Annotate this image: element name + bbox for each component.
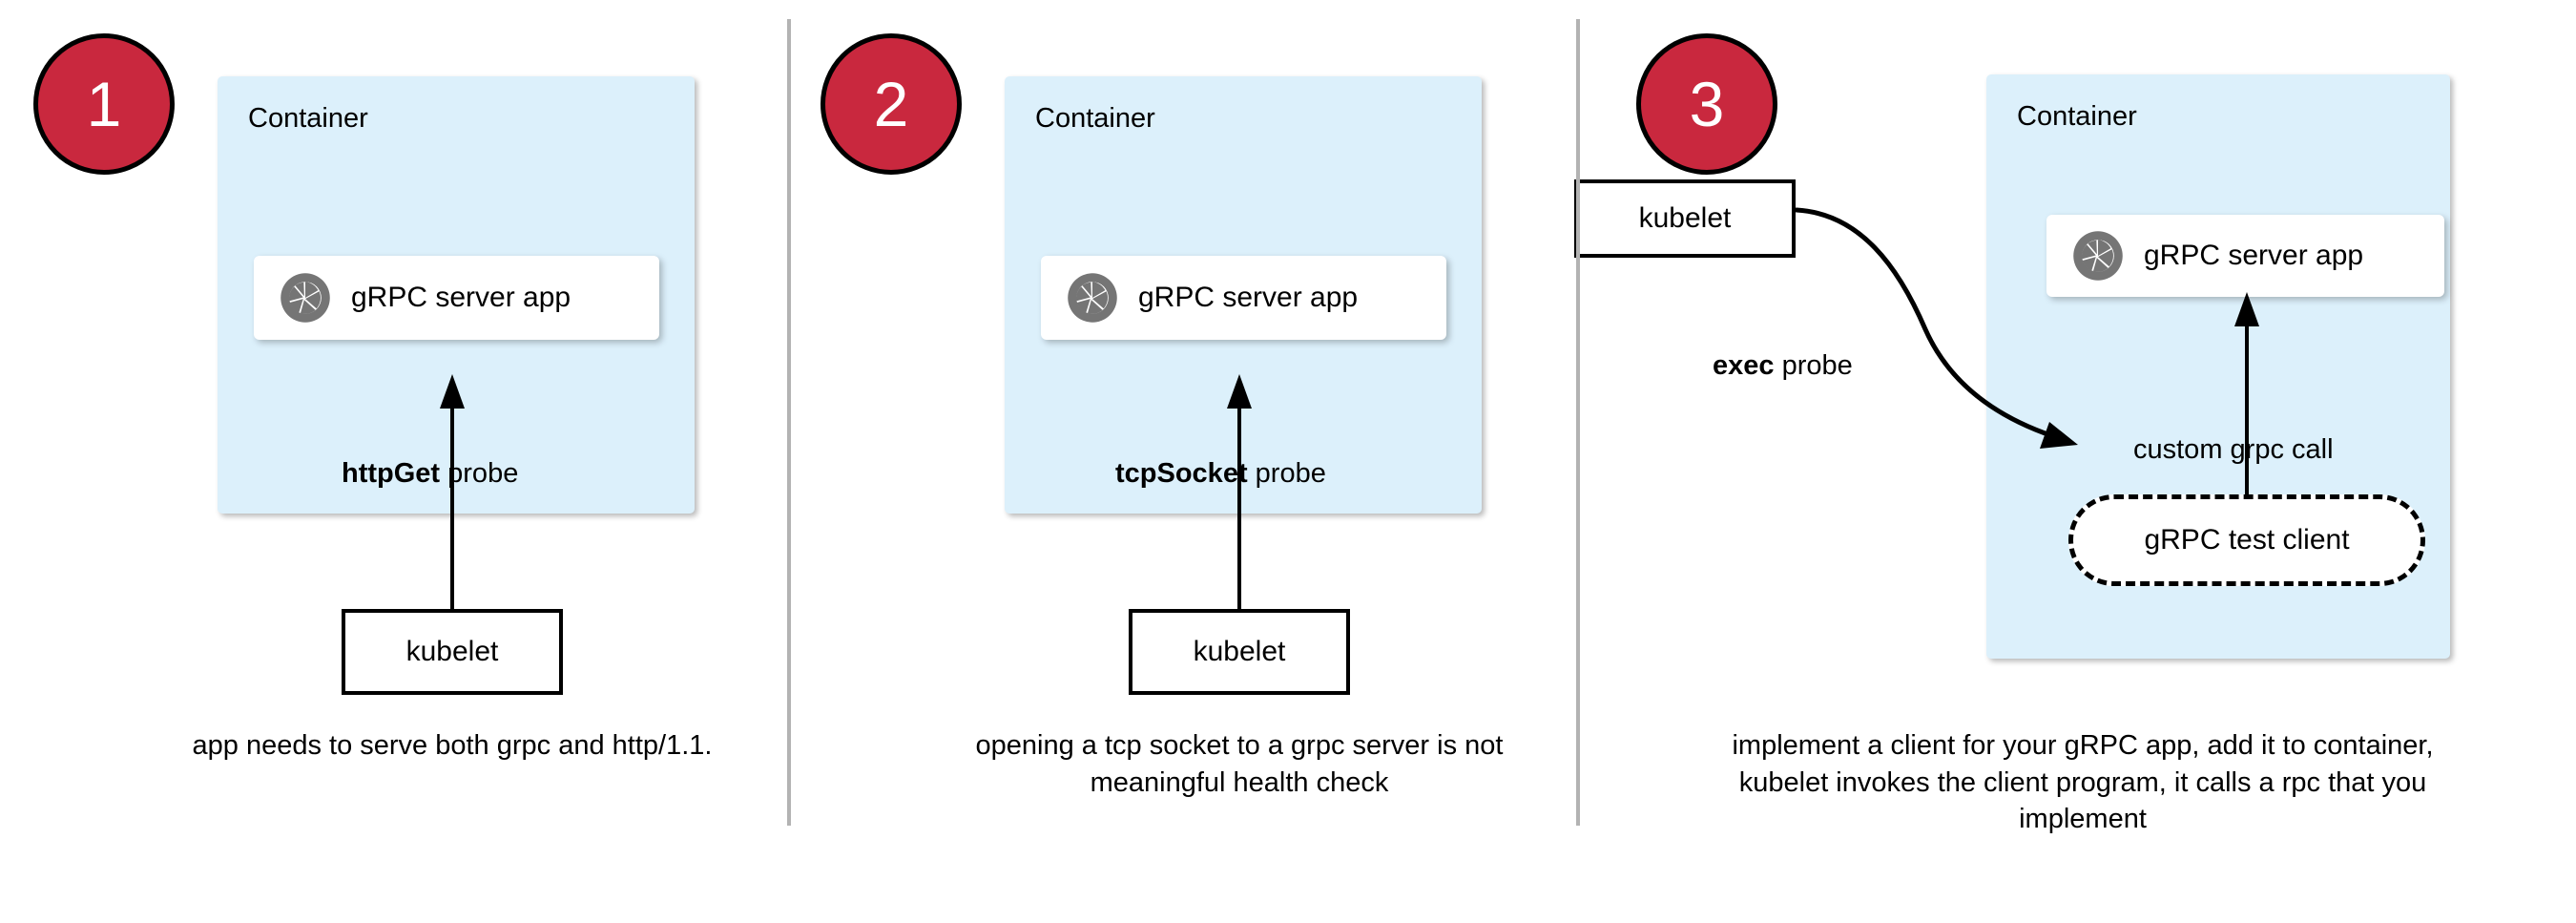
app-card-label: gRPC server app — [2144, 240, 2364, 271]
container-label: Container — [248, 103, 368, 134]
step-number: 1 — [86, 69, 122, 139]
grpc-server-app-card-2: gRPC server app — [1041, 256, 1446, 340]
probe-label-exec: exec probe — [1713, 350, 1853, 382]
probe-label-bold: tcpSocket — [1115, 458, 1248, 489]
grpc-aperture-icon — [279, 271, 332, 325]
probe-label-bold: exec — [1713, 350, 1775, 381]
grpc-server-app-card-3: gRPC server app — [2046, 215, 2444, 297]
panel-caption-1: app needs to serve both grpc and http/1.… — [192, 730, 713, 761]
container-label: Container — [1035, 103, 1155, 134]
panel-exec-probe: 3 Container — [1574, 0, 2576, 923]
container-label: Container — [2017, 101, 2137, 132]
panel-divider-1 — [787, 19, 791, 826]
step-number: 2 — [873, 69, 909, 139]
custom-grpc-call-label: custom grpc call — [2133, 434, 2334, 465]
kubelet-label: kubelet — [1638, 202, 1732, 234]
kubelet-label: kubelet — [405, 636, 499, 667]
probe-label-httpget: httpGet probe — [342, 458, 518, 490]
step-badge-3: 3 — [1636, 33, 1777, 175]
step-badge-1: 1 — [33, 33, 175, 175]
kubelet-box-2: kubelet — [1129, 609, 1350, 695]
panel-divider-2 — [1576, 19, 1580, 826]
step-number: 3 — [1689, 69, 1725, 139]
probe-label-rest: probe — [1247, 458, 1326, 489]
step-badge-2: 2 — [821, 33, 962, 175]
line-kubelet-to-container-2 — [1237, 514, 1241, 611]
probe-label-tcpsocket: tcpSocket probe — [1115, 458, 1326, 490]
grpc-test-client-label: gRPC test client — [2144, 524, 2350, 556]
grpc-aperture-icon — [2071, 229, 2125, 283]
kubelet-label: kubelet — [1193, 636, 1286, 667]
panel-tcpsocket-probe: 2 Container — [787, 0, 1574, 923]
grpc-aperture-icon — [1066, 271, 1119, 325]
probe-label-rest: probe — [440, 458, 519, 489]
app-card-label: gRPC server app — [351, 282, 571, 313]
kubelet-box-3: kubelet — [1574, 179, 1796, 258]
panel-caption-3: implement a client for your gRPC app, ad… — [1732, 730, 2434, 835]
probe-label-rest: probe — [1774, 350, 1853, 381]
kubelet-box-1: kubelet — [342, 609, 563, 695]
line-kubelet-to-container-1 — [450, 514, 454, 611]
app-card-label: gRPC server app — [1138, 282, 1359, 313]
grpc-test-client-box: gRPC test client — [2068, 494, 2425, 586]
panel-caption-2: opening a tcp socket to a grpc server is… — [975, 730, 1504, 798]
probe-label-bold: httpGet — [342, 458, 441, 489]
panel-httpget-probe: 1 Container — [0, 0, 787, 923]
grpc-server-app-card-1: gRPC server app — [254, 256, 659, 340]
